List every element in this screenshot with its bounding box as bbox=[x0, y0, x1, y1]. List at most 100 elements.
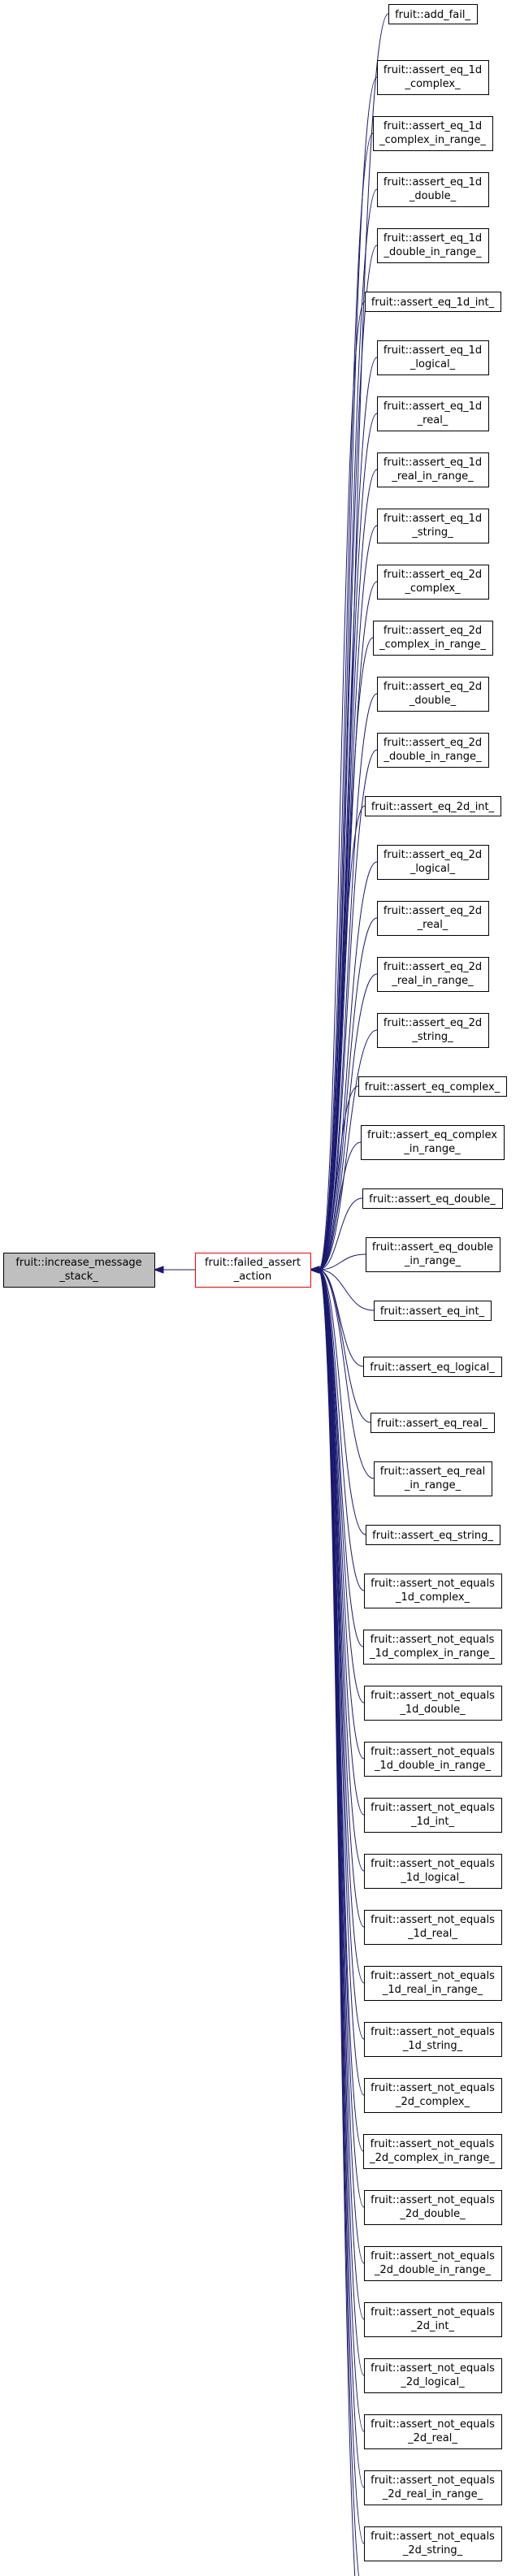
node-assert-eq-1d-string[interactable]: fruit::assert_eq_1d_string_ bbox=[377, 509, 489, 543]
node-assert-eq-complex-in-range[interactable]: fruit::assert_eq_complex_in_range_ bbox=[361, 1125, 505, 1160]
node-assert-not-equals-2d-logical[interactable]: fruit::assert_not_equals_2d_logical_ bbox=[364, 2358, 502, 2393]
node-assert-eq-1d-real[interactable]: fruit::assert_eq_1d_real_ bbox=[377, 396, 489, 431]
node-assert-eq-1d-complex-box bbox=[377, 60, 489, 95]
node-assert-not-equals-2d-complex-in-range[interactable]: fruit::assert_not_equals_2d_complex_in_r… bbox=[363, 2134, 502, 2169]
edge-assert-eq-2d-complex-to-failed-assert-action bbox=[318, 581, 378, 1271]
node-assert-not-equals-1d-real-in-range-label-line: _1d_real_in_range_ bbox=[382, 1984, 483, 1996]
node-assert-eq-real-in-range-label-line: _in_range_ bbox=[404, 1479, 462, 1491]
node-assert-not-equals-1d-double-label-line: _1d_double_ bbox=[399, 1704, 466, 1716]
edge-assert-eq-2d-string-to-failed-assert-action bbox=[318, 1029, 378, 1271]
edge-failed-assert-action-to-increase-message-stack-arrowhead bbox=[153, 1266, 164, 1274]
node-assert-not-equals-1d-complex[interactable]: fruit::assert_not_equals_1d_complex_ bbox=[364, 1574, 502, 1608]
node-assert-eq-real-in-range-box bbox=[374, 1461, 492, 1496]
node-assert-not-equals-1d-double-box bbox=[364, 1686, 502, 1721]
node-assert-eq-2d-string[interactable]: fruit::assert_eq_2d_string_ bbox=[377, 1013, 489, 1048]
node-assert-not-equals-1d-complex-in-range[interactable]: fruit::assert_not_equals_1d_complex_in_r… bbox=[363, 1630, 502, 1665]
edge-assert-eq-int-to-failed-assert-action bbox=[318, 1269, 375, 1311]
node-failed-assert-action-box bbox=[195, 1253, 311, 1288]
node-assert-eq-real-in-range[interactable]: fruit::assert_eq_real_in_range_ bbox=[374, 1461, 492, 1496]
edge-assert-eq-1d-int-to-failed-assert-action bbox=[318, 301, 366, 1271]
node-assert-eq-1d-complex-in-range[interactable]: fruit::assert_eq_1d_complex_in_range_ bbox=[373, 116, 493, 151]
node-assert-not-equals-2d-int-label-line: fruit::assert_not_equals bbox=[370, 2306, 495, 2318]
node-assert-not-equals-2d-complex-label-line: fruit::assert_not_equals bbox=[370, 2082, 495, 2094]
node-assert-eq-complex-box bbox=[358, 1076, 507, 1097]
graph-nodes: fruit::increase_message_stack_ fruit::fai… bbox=[3, 4, 507, 2561]
node-assert-eq-2d-complex-in-range-label-line: fruit::assert_eq_2d bbox=[384, 625, 482, 637]
node-failed-assert-action[interactable]: fruit::failed_assert_action bbox=[195, 1253, 311, 1288]
node-assert-not-equals-2d-logical-label-line: fruit::assert_not_equals bbox=[370, 2362, 495, 2375]
node-assert-not-equals-2d-string[interactable]: fruit::assert_not_equals_2d_string_ bbox=[364, 2526, 502, 2561]
node-assert-not-equals-1d-double[interactable]: fruit::assert_not_equals_1d_double_ bbox=[364, 1686, 502, 1721]
node-assert-eq-2d-double-in-range[interactable]: fruit::assert_eq_2d_double_in_range_ bbox=[377, 733, 489, 768]
node-assert-eq-1d-logical[interactable]: fruit::assert_eq_1d_logical_ bbox=[377, 340, 489, 375]
node-assert-eq-1d-double[interactable]: fruit::assert_eq_1d_double_ bbox=[377, 172, 489, 207]
edge-assert-not-equals-1d-double-to-failed-assert-action bbox=[318, 1269, 365, 1704]
node-assert-not-equals-1d-int[interactable]: fruit::assert_not_equals_1d_int_ bbox=[364, 1798, 502, 1833]
node-assert-eq-string[interactable]: fruit::assert_eq_string_ bbox=[366, 1525, 500, 1545]
node-assert-not-equals-1d-int-label-line: _1d_int_ bbox=[410, 1816, 454, 1828]
edge-assert-eq-1d-complex-in-range-to-failed-assert-action bbox=[318, 132, 374, 1271]
node-add-fail-label-line: fruit::add_fail_ bbox=[395, 9, 470, 21]
node-assert-not-equals-2d-real[interactable]: fruit::assert_not_equals_2d_real_ bbox=[364, 2414, 502, 2449]
node-assert-eq-2d-logical-label-line: fruit::assert_eq_2d bbox=[384, 849, 482, 861]
node-assert-eq-double-in-range[interactable]: fruit::assert_eq_double_in_range_ bbox=[366, 1237, 500, 1272]
node-assert-eq-logical[interactable]: fruit::assert_eq_logical_ bbox=[363, 1357, 502, 1377]
node-assert-not-equals-2d-int[interactable]: fruit::assert_not_equals_2d_int_ bbox=[364, 2302, 502, 2337]
node-assert-eq-2d-real-in-range[interactable]: fruit::assert_eq_2d_real_in_range_ bbox=[377, 957, 489, 992]
node-assert-eq-1d-complex[interactable]: fruit::assert_eq_1d_complex_ bbox=[377, 60, 489, 95]
node-assert-eq-2d-int-box bbox=[365, 796, 501, 816]
node-assert-eq-2d-string-label-line: _string_ bbox=[411, 1031, 453, 1043]
node-assert-not-equals-2d-double[interactable]: fruit::assert_not_equals_2d_double_ bbox=[364, 2190, 502, 2225]
node-assert-eq-real[interactable]: fruit::assert_eq_real_ bbox=[370, 1413, 495, 1433]
node-assert-eq-1d-int[interactable]: fruit::assert_eq_1d_int_ bbox=[365, 292, 501, 312]
node-add-fail-box bbox=[388, 4, 478, 24]
node-assert-eq-2d-complex-in-range[interactable]: fruit::assert_eq_2d_complex_in_range_ bbox=[373, 621, 493, 656]
node-assert-eq-1d-logical-label-line: fruit::assert_eq_1d bbox=[384, 344, 482, 357]
node-assert-not-equals-2d-complex[interactable]: fruit::assert_not_equals_2d_complex_ bbox=[364, 2078, 502, 2113]
node-assert-eq-1d-double-in-range-label-line: fruit::assert_eq_1d bbox=[384, 232, 482, 245]
node-assert-eq-1d-string-label-line: fruit::assert_eq_1d bbox=[384, 513, 482, 525]
node-assert-eq-real-box bbox=[370, 1413, 495, 1433]
node-assert-not-equals-2d-real-in-range[interactable]: fruit::assert_not_equals_2d_real_in_rang… bbox=[364, 2470, 502, 2505]
node-assert-not-equals-1d-double-in-range[interactable]: fruit::assert_not_equals_1d_double_in_ra… bbox=[364, 1742, 502, 1777]
node-assert-eq-1d-double-in-range[interactable]: fruit::assert_eq_1d_double_in_range_ bbox=[377, 228, 489, 263]
node-assert-eq-2d-logical-box bbox=[377, 845, 489, 880]
node-assert-not-equals-1d-real-in-range-label-line: fruit::assert_not_equals bbox=[370, 1970, 495, 1982]
node-assert-not-equals-1d-logical[interactable]: fruit::assert_not_equals_1d_logical_ bbox=[364, 1854, 502, 1889]
node-assert-not-equals-2d-string-box bbox=[364, 2526, 502, 2561]
edge-assert-eq-double-to-failed-assert-action bbox=[318, 1197, 363, 1271]
edge-assert-eq-2d-real-to-failed-assert-action bbox=[318, 917, 378, 1271]
node-assert-not-equals-1d-string[interactable]: fruit::assert_not_equals_1d_string_ bbox=[364, 2022, 502, 2057]
node-add-fail[interactable]: fruit::add_fail_ bbox=[388, 4, 478, 24]
node-assert-eq-2d-real-label-line: _real_ bbox=[417, 919, 448, 931]
node-assert-eq-2d-real[interactable]: fruit::assert_eq_2d_real_ bbox=[377, 901, 489, 936]
node-increase-message-stack[interactable]: fruit::increase_message_stack_ bbox=[3, 1253, 155, 1288]
node-assert-not-equals-1d-real-label-line: _1d_real_ bbox=[407, 1928, 457, 1940]
node-assert-eq-1d-double-label-line: fruit::assert_eq_1d bbox=[384, 176, 482, 188]
edge-assert-eq-1d-complex-to-failed-assert-action bbox=[318, 76, 378, 1271]
node-assert-eq-double-in-range-label-line: fruit::assert_eq_double bbox=[372, 1241, 493, 1253]
node-assert-not-equals-2d-double-box bbox=[364, 2190, 502, 2225]
node-assert-eq-int[interactable]: fruit::assert_eq_int_ bbox=[374, 1301, 492, 1321]
node-assert-eq-2d-complex[interactable]: fruit::assert_eq_2d_complex_ bbox=[377, 565, 489, 600]
node-assert-eq-1d-double-in-range-box bbox=[377, 228, 489, 263]
node-assert-eq-real-label-line: fruit::assert_eq_real_ bbox=[377, 1418, 488, 1430]
node-assert-eq-1d-real-box bbox=[377, 396, 489, 431]
node-assert-not-equals-2d-double-in-range[interactable]: fruit::assert_not_equals_2d_double_in_ra… bbox=[364, 2246, 502, 2281]
node-assert-not-equals-1d-logical-box bbox=[364, 1854, 502, 1889]
node-assert-eq-1d-real-in-range-box bbox=[377, 452, 489, 487]
node-assert-eq-2d-double[interactable]: fruit::assert_eq_2d_double_ bbox=[377, 677, 489, 712]
node-assert-not-equals-1d-real-in-range[interactable]: fruit::assert_not_equals_1d_real_in_rang… bbox=[364, 1966, 502, 2001]
node-assert-eq-2d-double-label-line: _double_ bbox=[409, 695, 457, 707]
node-assert-eq-2d-real-label-line: fruit::assert_eq_2d bbox=[384, 905, 482, 917]
node-assert-not-equals-1d-complex-box bbox=[364, 1574, 502, 1608]
node-assert-eq-1d-real-in-range[interactable]: fruit::assert_eq_1d_real_in_range_ bbox=[377, 452, 489, 487]
node-assert-not-equals-1d-real[interactable]: fruit::assert_not_equals_1d_real_ bbox=[364, 1910, 502, 1945]
node-assert-eq-2d-string-box bbox=[377, 1013, 489, 1048]
node-assert-eq-double[interactable]: fruit::assert_eq_double_ bbox=[362, 1188, 503, 1209]
node-assert-eq-2d-logical-label-line: _logical_ bbox=[410, 863, 456, 875]
node-assert-eq-complex[interactable]: fruit::assert_eq_complex_ bbox=[358, 1076, 507, 1097]
node-assert-eq-2d-logical[interactable]: fruit::assert_eq_2d_logical_ bbox=[377, 845, 489, 880]
node-assert-eq-complex-in-range-label-line: _in_range_ bbox=[403, 1143, 461, 1155]
node-assert-eq-2d-int[interactable]: fruit::assert_eq_2d_int_ bbox=[365, 796, 501, 816]
